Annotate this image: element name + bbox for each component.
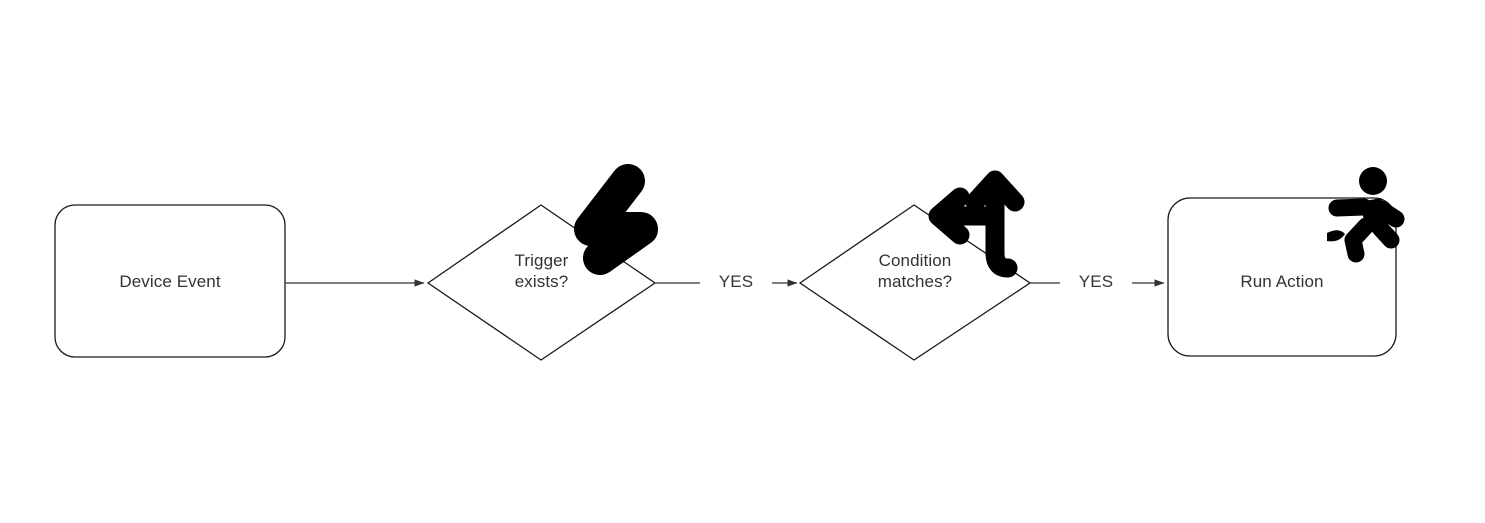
running-person-icon — [1327, 167, 1405, 263]
edge-label-yes-condition: YES — [1060, 272, 1132, 292]
branch-arrows-icon — [928, 170, 1025, 278]
lightning-bolt-icon — [574, 164, 658, 275]
node-device-event-shape[interactable] — [54, 204, 286, 358]
edge-label-yes-trigger: YES — [700, 272, 772, 292]
